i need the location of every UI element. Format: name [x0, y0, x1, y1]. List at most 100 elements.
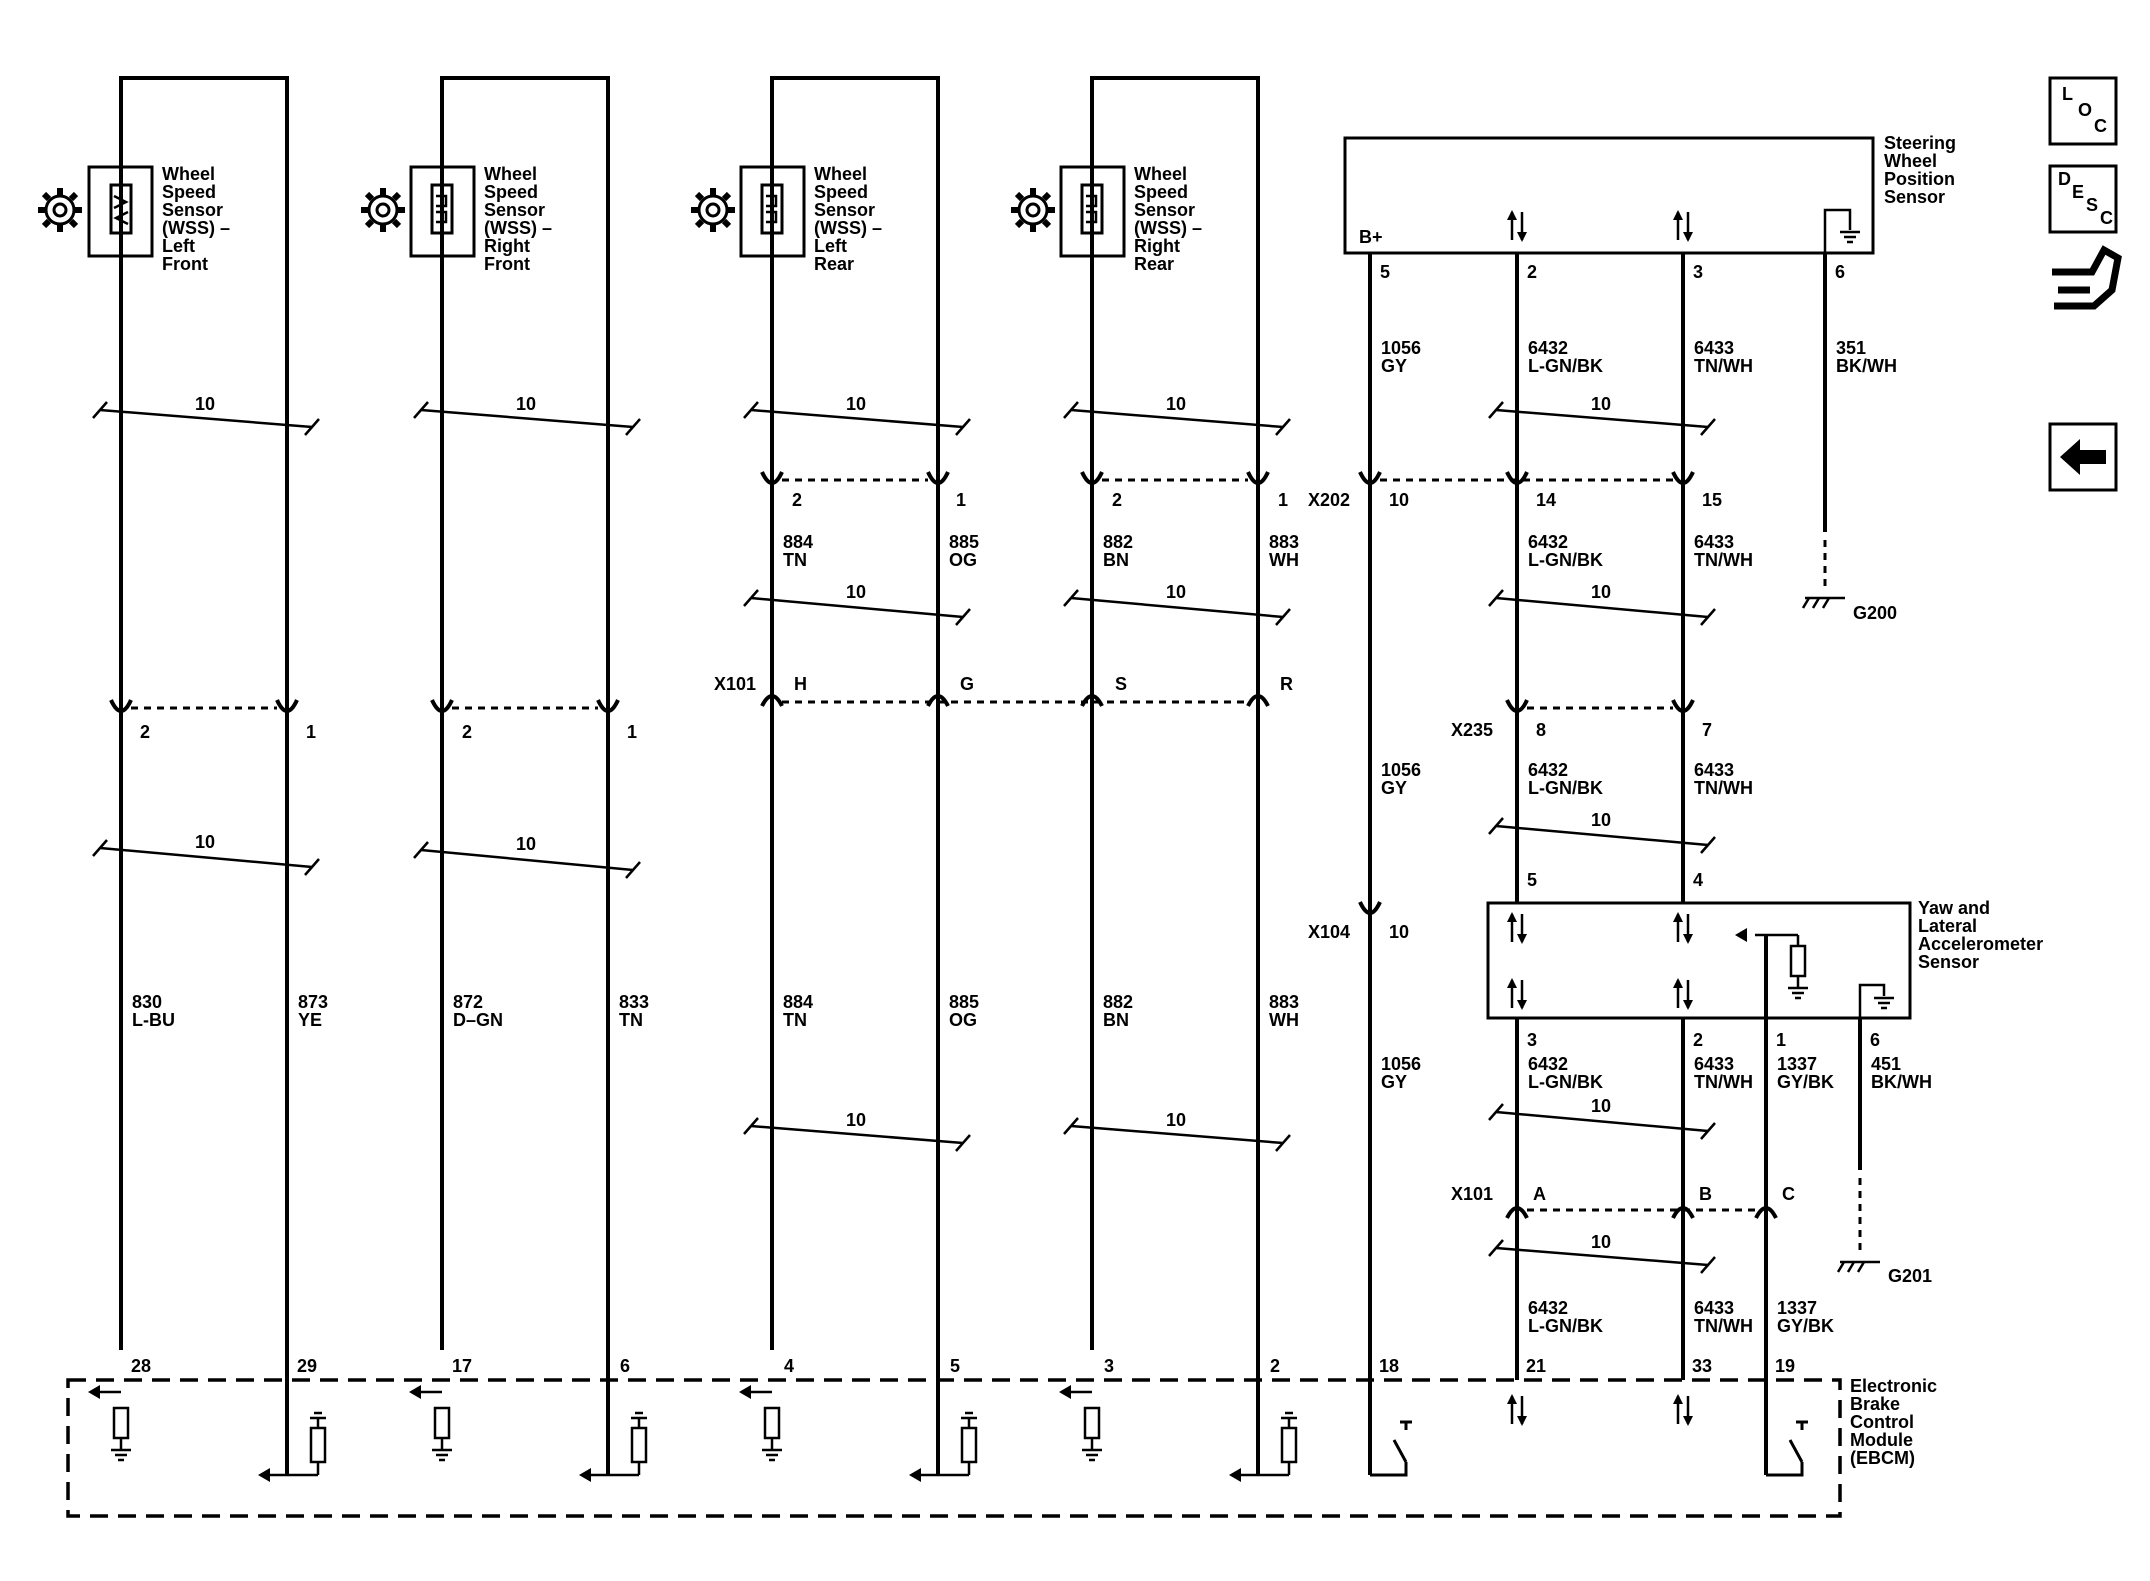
wss-rr-label-2: Speed [1134, 182, 1188, 202]
wss-rr-label-3: Sensor [1134, 200, 1195, 220]
g200-label: G200 [1853, 603, 1897, 623]
lr-pin-1: 1 [956, 490, 966, 510]
rf-pin-1: 1 [627, 722, 637, 742]
x235-pin-7: 7 [1702, 720, 1712, 740]
twist-rf-1: 10 [413, 394, 641, 436]
wire-873-num: 873 [298, 992, 328, 1012]
x202-pin-10: 10 [1389, 490, 1409, 510]
ebcm-label-5: (EBCM) [1850, 1448, 1915, 1468]
wire-6433-color-c: TN/WH [1694, 778, 1753, 798]
ebcm-pin-19: 19 [1775, 1356, 1795, 1376]
wire-884-num-b: 884 [783, 992, 813, 1012]
swps-label-2: Wheel [1884, 151, 1937, 171]
desc-letter-3: S [2086, 195, 2098, 215]
ebcm-label-1: Electronic [1850, 1376, 1937, 1396]
wss-lr-label-6: Rear [814, 254, 854, 274]
ebcm-pin-3: 3 [1104, 1356, 1114, 1376]
desc-letter-4: C [2100, 208, 2113, 228]
loc-letter-3: C [2094, 116, 2107, 136]
yaw-label-1: Yaw and [1918, 898, 1990, 918]
wire-6432-color-a: L-GN/BK [1528, 356, 1603, 376]
connector-end-view-icon[interactable] [2052, 245, 2122, 310]
x101b-pin-c: C [1782, 1184, 1795, 1204]
yaw-pin-4: 4 [1693, 870, 1703, 890]
yaw-lateral-accelerometer-sensor: Yaw and Lateral Accelerometer Sensor [1486, 898, 2043, 1020]
wire-6433-num-b: 6433 [1694, 532, 1734, 552]
wire-6433-color-d: TN/WH [1694, 1072, 1753, 1092]
wss-rr-label-5: Right [1134, 236, 1180, 256]
loc-letter-2: O [2078, 100, 2092, 120]
wire-1056-color-a: GY [1381, 356, 1407, 376]
wss-lf-label-6: Front [162, 254, 208, 274]
wss-lf-label-2: Speed [162, 182, 216, 202]
wire-6433-color-e: TN/WH [1694, 1316, 1753, 1336]
desc-letter-1: D [2058, 169, 2071, 189]
wss-lf-label-3: Sensor [162, 200, 223, 220]
wss-rf-label-2: Speed [484, 182, 538, 202]
x101-pin-g: G [960, 674, 974, 694]
x101b-pin-b: B [1699, 1184, 1712, 1204]
twist-label: 10 [516, 834, 536, 854]
steering-wheel-position-sensor: B+ Steering Wheel Position Sensor [1343, 133, 1956, 255]
wss-lr-label-1: Wheel [814, 164, 867, 184]
wss-lr-label-5: Left [814, 236, 847, 256]
wire-882-color-b: BN [1103, 1010, 1129, 1030]
wire-351-num: 351 [1836, 338, 1866, 358]
x101b-pin-a: A [1533, 1184, 1546, 1204]
twist-label: 10 [1591, 810, 1611, 830]
ebcm-pin-2: 2 [1270, 1356, 1280, 1376]
yaw-pin-3: 3 [1527, 1030, 1537, 1050]
ebcm-label-3: Control [1850, 1412, 1914, 1432]
twist-lr-3: 10 [743, 1110, 971, 1152]
twist-swps-2: 10 [1488, 582, 1716, 626]
wss-rf-label-6: Front [484, 254, 530, 274]
wire-884-color-a: TN [783, 550, 807, 570]
twist-lr-1: 10 [743, 394, 971, 436]
wss-left-front: Wheel Speed Sensor (WSS) – Left Front [38, 164, 230, 274]
wire-873-color: YE [298, 1010, 322, 1030]
wire-882-color-a: BN [1103, 550, 1129, 570]
ebcm-internals [88, 1385, 1808, 1482]
x104-pin-10: 10 [1389, 922, 1409, 942]
back-arrow-icon[interactable] [2048, 422, 2118, 492]
twist-rf-2: 10 [413, 834, 641, 879]
twist-label: 10 [846, 1110, 866, 1130]
lr-pin-2: 2 [792, 490, 802, 510]
wire-1337-color-b: GY/BK [1777, 1316, 1834, 1336]
twist-label: 10 [1591, 1232, 1611, 1252]
loc-icon[interactable]: L O C [2048, 76, 2118, 146]
ebcm-pin-6: 6 [620, 1356, 630, 1376]
ebcm-module: Electronic Brake Control Module (EBCM) [66, 1376, 1937, 1518]
wss-left-rear: Wheel Speed Sensor (WSS) – Left Rear [691, 164, 882, 274]
wire-885-num-b: 885 [949, 992, 979, 1012]
yaw-pin-2: 2 [1693, 1030, 1703, 1050]
wss-rf-label-5: Right [484, 236, 530, 256]
wire-872-color: D–GN [453, 1010, 503, 1030]
desc-icon[interactable]: D E S C [2048, 164, 2118, 234]
twist-label: 10 [195, 394, 215, 414]
wire-6432-color-b: L-GN/BK [1528, 550, 1603, 570]
ebcm-pin-21: 21 [1526, 1356, 1546, 1376]
wire-451-color: BK/WH [1871, 1072, 1932, 1092]
x101-label: X101 [714, 674, 756, 694]
swps-label-3: Position [1884, 169, 1955, 189]
wire-6432-num-b: 6432 [1528, 532, 1568, 552]
twist-rr-3: 10 [1063, 1110, 1291, 1152]
twist-rr-1: 10 [1063, 394, 1291, 436]
g201-label: G201 [1888, 1266, 1932, 1286]
yaw-pin-5: 5 [1527, 870, 1537, 890]
wire-6432-num-c: 6432 [1528, 760, 1568, 780]
twist-label: 10 [1591, 582, 1611, 602]
twist-lf-1: 10 [92, 394, 320, 436]
twist-label: 10 [516, 394, 536, 414]
loc-letter-1: L [2062, 84, 2073, 104]
ebcm-pin-5: 5 [950, 1356, 960, 1376]
wss-lf-label-4: (WSS) – [162, 218, 230, 238]
rr-pin-1: 1 [1278, 490, 1288, 510]
wire-6432-color-e: L-GN/BK [1528, 1316, 1603, 1336]
ebcm-pin-28: 28 [131, 1356, 151, 1376]
lf-pin-2: 2 [140, 722, 150, 742]
wire-830-num: 830 [132, 992, 162, 1012]
swps-pin-2: 2 [1527, 262, 1537, 282]
